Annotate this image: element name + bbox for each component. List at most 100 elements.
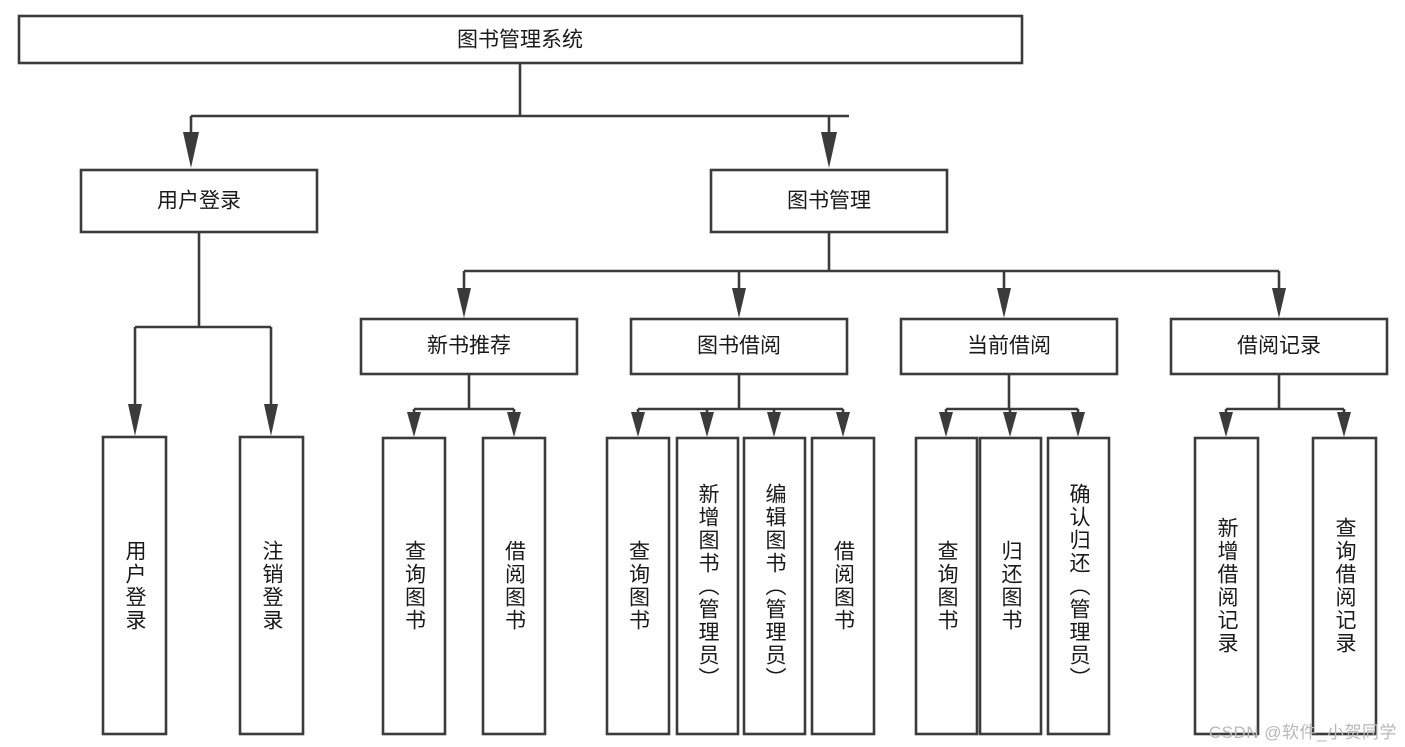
- arrow-head-leaf-book-borrow-2: [700, 412, 714, 437]
- leaf-current-borrow-1-label: 查询图书: [935, 540, 958, 632]
- node-book-borrow-box[interactable]: [629, 317, 849, 376]
- leaf-new-book-2-box[interactable]: [481, 436, 547, 736]
- leaf-new-book-2-label: 借阅图书: [502, 540, 526, 632]
- arrow-head-leaf-borrow-record-2: [1337, 412, 1351, 437]
- node-current-borrow-label: 当前借阅: [967, 335, 1051, 358]
- leaf-book-borrow-2-text-area: 新增图书（管理员）: [696, 482, 719, 690]
- arrow-head-book-mgmt: [821, 132, 837, 168]
- node-borrow-record-box[interactable]: [1169, 317, 1389, 376]
- leaf-current-borrow-3[interactable]: 确认归还（管理员）: [1046, 436, 1111, 736]
- leaf-book-borrow-3-box[interactable]: [742, 436, 807, 736]
- leaf-book-borrow-4-label: 借阅图书: [831, 540, 855, 632]
- leaf-current-borrow-2-label: 归还图书: [999, 540, 1022, 632]
- connector-group-book-mgmt: [457, 233, 1286, 318]
- leaf-book-borrow-3-text-area: 编辑图书（管理员）: [763, 482, 786, 690]
- node-book-borrow[interactable]: 图书借阅: [629, 317, 849, 376]
- arrow-head-current-borrow: [997, 288, 1011, 318]
- arrow-head-leaf-user-login-1: [128, 404, 142, 436]
- arrow-head-leaf-user-login-2: [264, 404, 278, 436]
- node-root-label: 图书管理系统: [457, 29, 583, 52]
- connector-group-new-book: [407, 375, 521, 437]
- leaf-user-login-1-box[interactable]: [101, 435, 168, 736]
- leaf-book-borrow-1-box[interactable]: [605, 436, 671, 736]
- arrow-head-leaf-book-borrow-3: [767, 412, 781, 437]
- node-user-login-label: 用户登录: [157, 190, 241, 213]
- leaf-borrow-record-2-box[interactable]: [1311, 436, 1378, 736]
- node-new-book-recommend-box[interactable]: [359, 317, 579, 376]
- leaf-book-borrow-1-label: 查询图书: [626, 540, 650, 632]
- leaf-book-borrow-4-box[interactable]: [810, 436, 876, 736]
- leaf-book-borrow-4-text-area: 借阅图书: [831, 540, 855, 632]
- node-root[interactable]: 图书管理系统: [17, 14, 1024, 65]
- leaf-new-book-1-text-area: 查询图书: [402, 540, 426, 632]
- leaf-borrow-record-2-label: 查询借阅记录: [1333, 517, 1356, 655]
- leaf-current-borrow-1-text-area: 查询图书: [935, 540, 958, 632]
- leaf-current-borrow-1-box[interactable]: [914, 436, 979, 736]
- connector-group-root: [183, 63, 849, 168]
- node-book-management-box[interactable]: [709, 168, 949, 234]
- node-user-login[interactable]: 用户登录: [79, 168, 319, 234]
- leaf-new-book-1-label: 查询图书: [402, 540, 426, 632]
- node-book-management[interactable]: 图书管理: [709, 168, 949, 234]
- arrow-head-borrow-record: [1272, 288, 1286, 318]
- leaf-current-borrow-2[interactable]: 归还图书: [978, 436, 1043, 736]
- leaf-new-book-2-text-area: 借阅图书: [502, 540, 526, 632]
- connector-group-user-login: [128, 233, 278, 436]
- arrow-head-leaf-current-borrow-1: [939, 412, 953, 437]
- arrow-head-leaf-book-borrow-1: [631, 412, 645, 437]
- leaf-user-login-2-text-area: 注销登录: [260, 539, 283, 632]
- leaf-borrow-record-1[interactable]: 新增借阅记录: [1193, 436, 1260, 736]
- leaf-user-login-2-box[interactable]: [238, 435, 305, 736]
- leaf-user-login-1-label: 用户登录: [123, 539, 146, 632]
- arrow-head-leaf-borrow-record-1: [1219, 412, 1233, 437]
- leaf-new-book-2[interactable]: 借阅图书: [481, 436, 547, 736]
- arrow-head-leaf-book-borrow-4: [836, 412, 850, 437]
- node-new-book-recommend[interactable]: 新书推荐: [359, 317, 579, 376]
- leaf-book-borrow-2-label: 新增图书（管理员）: [696, 482, 719, 690]
- node-book-management-label: 图书管理: [787, 190, 871, 213]
- arrow-head-user-login: [183, 132, 199, 168]
- leaf-book-borrow-4[interactable]: 借阅图书: [810, 436, 876, 736]
- leaf-book-borrow-3[interactable]: 编辑图书（管理员）: [742, 436, 807, 736]
- leaf-current-borrow-1[interactable]: 查询图书: [914, 436, 979, 736]
- leaf-current-borrow-3-label: 确认归还（管理员）: [1067, 482, 1090, 690]
- node-book-borrow-label: 图书借阅: [697, 335, 781, 358]
- node-user-login-box[interactable]: [79, 168, 319, 234]
- leaf-user-login-1-text-area: 用户登录: [123, 539, 146, 632]
- node-current-borrow[interactable]: 当前借阅: [899, 317, 1119, 376]
- node-borrow-record[interactable]: 借阅记录: [1169, 317, 1389, 376]
- leaf-current-borrow-2-box[interactable]: [978, 436, 1043, 736]
- leaf-borrow-record-2-text-area: 查询借阅记录: [1333, 517, 1356, 655]
- arrow-head-leaf-new-book-1: [407, 412, 421, 437]
- leaf-book-borrow-2[interactable]: 新增图书（管理员）: [675, 436, 740, 736]
- leaf-new-book-1-box[interactable]: [381, 436, 447, 736]
- leaf-book-borrow-1-text-area: 查询图书: [626, 540, 650, 632]
- leaf-current-borrow-3-text-area: 确认归还（管理员）: [1067, 482, 1090, 690]
- arrow-head-leaf-current-borrow-2: [1003, 412, 1017, 437]
- leaf-book-borrow-3-label: 编辑图书（管理员）: [763, 482, 786, 690]
- arrow-head-book-borrow: [732, 288, 746, 318]
- arrow-head-leaf-new-book-2: [507, 412, 521, 437]
- connector-group-current-borrow: [939, 375, 1085, 437]
- leaf-current-borrow-3-box[interactable]: [1046, 436, 1111, 736]
- leaf-new-book-1[interactable]: 查询图书: [381, 436, 447, 736]
- leaf-user-login-2-label: 注销登录: [260, 539, 283, 632]
- node-current-borrow-box[interactable]: [899, 317, 1119, 376]
- arrow-head-new-book: [457, 288, 471, 318]
- node-new-book-recommend-label: 新书推荐: [427, 335, 511, 358]
- connector-group-borrow-record: [1219, 375, 1351, 437]
- leaf-borrow-record-1-text-area: 新增借阅记录: [1215, 517, 1238, 655]
- leaf-borrow-record-2[interactable]: 查询借阅记录: [1311, 436, 1378, 736]
- leaf-current-borrow-2-text-area: 归还图书: [999, 540, 1022, 632]
- leaf-user-login-1[interactable]: 用户登录: [101, 435, 168, 736]
- leaf-book-borrow-2-box[interactable]: [675, 436, 740, 736]
- leaf-user-login-2[interactable]: 注销登录: [238, 435, 305, 736]
- arrow-head-leaf-current-borrow-3: [1071, 412, 1085, 437]
- node-borrow-record-label: 借阅记录: [1237, 335, 1321, 358]
- leaf-book-borrow-1[interactable]: 查询图书: [605, 436, 671, 736]
- leaf-borrow-record-1-label: 新增借阅记录: [1215, 517, 1238, 655]
- node-root-box[interactable]: [17, 14, 1024, 65]
- leaf-borrow-record-1-box[interactable]: [1193, 436, 1260, 736]
